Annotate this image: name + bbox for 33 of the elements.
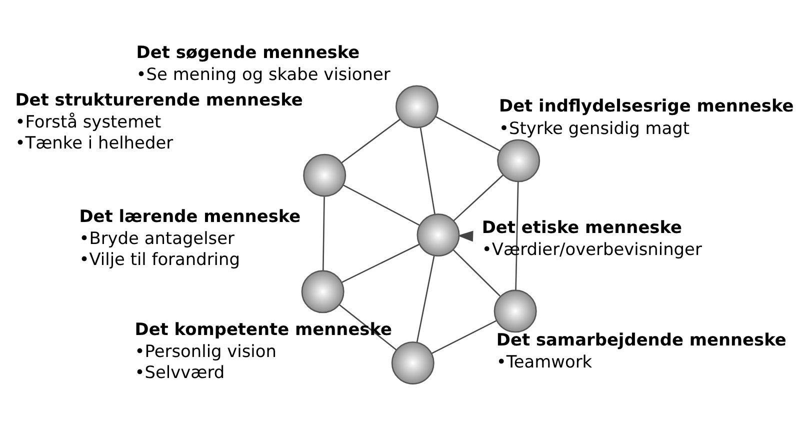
node-label: Det indflydelsesrige menneske bbox=[499, 96, 794, 116]
node-circle bbox=[301, 270, 344, 314]
node-circle bbox=[391, 341, 434, 384]
node-label: Det samarbejdende menneske bbox=[496, 330, 786, 350]
connector bbox=[342, 244, 420, 283]
connector bbox=[341, 118, 400, 164]
node-label: •Styrke gensidig magt bbox=[499, 118, 690, 138]
node-label: Det søgende menneske bbox=[136, 42, 360, 62]
node-label: •Teamwork bbox=[496, 352, 592, 372]
connector bbox=[420, 128, 436, 215]
node-circle bbox=[497, 139, 540, 182]
connector bbox=[416, 255, 435, 343]
node-label: •Selvværd bbox=[134, 362, 225, 382]
connector bbox=[343, 184, 420, 226]
connector bbox=[322, 196, 325, 270]
connector bbox=[453, 174, 504, 222]
node-label: •Bryde antagelser bbox=[79, 228, 234, 248]
node-circle bbox=[396, 85, 438, 128]
node-circle bbox=[303, 154, 346, 197]
node-label: •Se mening og skabe visioner bbox=[136, 64, 390, 84]
node-label: •Forstå systemet bbox=[15, 112, 162, 132]
node-circle bbox=[494, 290, 537, 333]
node-label: •Tænke i helheder bbox=[15, 132, 174, 153]
connector bbox=[452, 249, 500, 296]
arrow bbox=[457, 230, 474, 242]
connector bbox=[515, 182, 519, 290]
node-label: •Vilje til forandring bbox=[79, 248, 240, 269]
node-label: •Personlig vision bbox=[134, 340, 276, 361]
connector bbox=[431, 320, 497, 354]
node-circle bbox=[416, 214, 460, 256]
node-label: Det lærende menneske bbox=[79, 206, 301, 226]
node-label: Det strukturerende menneske bbox=[15, 90, 303, 110]
connector bbox=[435, 116, 500, 152]
